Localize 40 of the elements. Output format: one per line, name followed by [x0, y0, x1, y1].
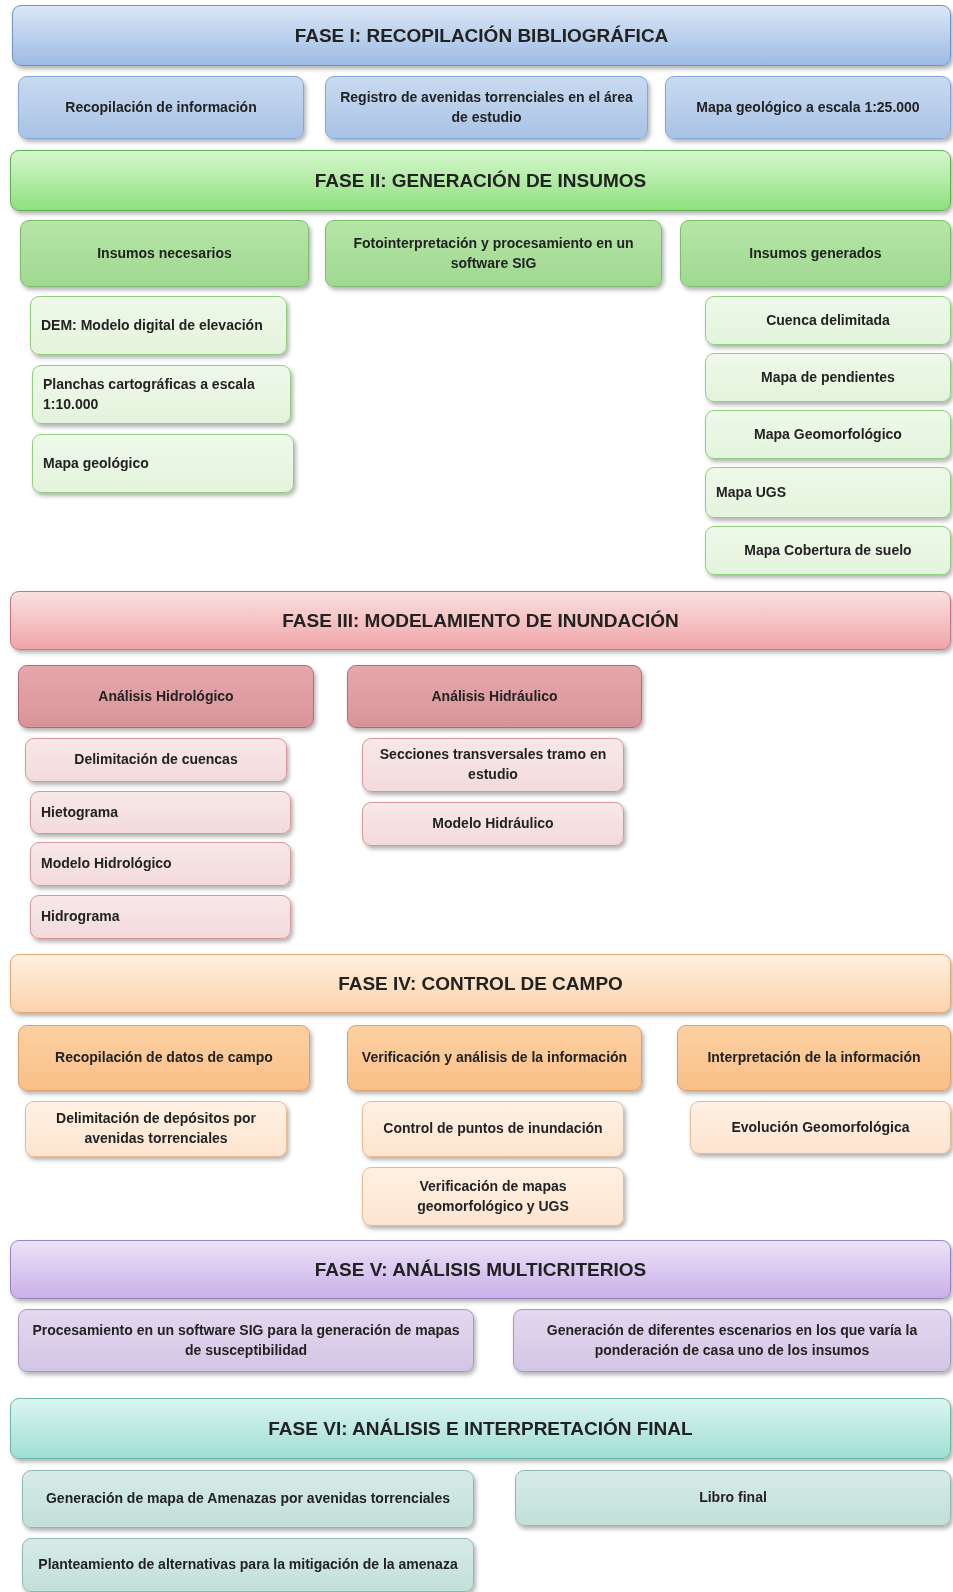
process-box: Recopilación de información [18, 76, 304, 139]
process-box: Control de puntos de inundación [362, 1101, 624, 1157]
process-box: Secciones transversales tramo en estudio [362, 738, 624, 792]
process-box: Mapa de pendientes [705, 353, 951, 402]
process-box: Análisis Hidrológico [18, 665, 314, 728]
phase-header: FASE V: ANÁLISIS MULTICRITERIOS [10, 1240, 951, 1299]
process-box: Mapa Cobertura de suelo [705, 526, 951, 575]
process-box: Hidrograma [30, 895, 291, 939]
process-box: Análisis Hidráulico [347, 665, 642, 728]
process-box: Planchas cartográficas a escala 1:10.000 [32, 365, 291, 424]
process-box: Insumos generados [680, 220, 951, 287]
process-box: Delimitación de cuencas [25, 738, 287, 782]
process-box: Interpretación de la información [677, 1025, 951, 1091]
process-box: Generación de mapa de Amenazas por avenidas torrenciales [22, 1470, 474, 1528]
process-box: Modelo Hidrológico [30, 842, 291, 886]
process-box: Recopilación de datos de campo [18, 1025, 310, 1091]
process-box: Insumos necesarios [20, 220, 309, 287]
process-box: Mapa Geomorfológico [705, 410, 951, 459]
process-box: Evolución Geomorfológica [690, 1101, 951, 1154]
process-box: Cuenca delimitada [705, 296, 951, 345]
process-box: Mapa UGS [705, 467, 951, 518]
phase-header: FASE III: MODELAMIENTO DE INUNDACIÓN [10, 591, 951, 650]
process-box: DEM: Modelo digital de elevación [30, 296, 287, 355]
process-box: Verificación y análisis de la información [347, 1025, 642, 1091]
phase-header: FASE IV: CONTROL DE CAMPO [10, 954, 951, 1013]
process-box: Fotointerpretación y procesamiento en un software SIG [325, 220, 662, 287]
process-box: Generación de diferentes escenarios en los que varía la ponderación de casa uno de los insumos [513, 1309, 951, 1372]
process-box: Procesamiento en un software SIG para la generación de mapas de susceptibilidad [18, 1309, 474, 1372]
process-box: Libro final [515, 1470, 951, 1526]
process-box: Modelo Hidráulico [362, 802, 624, 846]
process-box: Hietograma [30, 791, 291, 834]
process-box: Mapa geológico [32, 434, 294, 493]
process-box: Verificación de mapas geomorfológico y UGS [362, 1167, 624, 1226]
phase-header: FASE I: RECOPILACIÓN BIBLIOGRÁFICA [12, 5, 951, 66]
process-box: Planteamiento de alternativas para la mitigación de la amenaza [22, 1538, 474, 1592]
process-box: Registro de avenidas torrenciales en el área de estudio [325, 76, 648, 139]
process-box: Delimitación de depósitos por avenidas torrenciales [25, 1101, 287, 1157]
process-box: Mapa geológico a escala 1:25.000 [665, 76, 951, 139]
phase-header: FASE II: GENERACIÓN DE INSUMOS [10, 150, 951, 211]
phase-header: FASE VI: ANÁLISIS E INTERPRETACIÓN FINAL [10, 1398, 951, 1459]
